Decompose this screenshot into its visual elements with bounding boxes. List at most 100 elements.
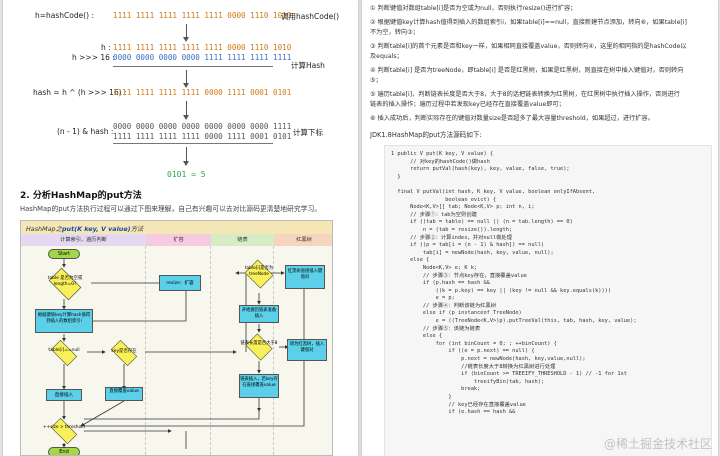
note-4-cont: ⑤； (370, 77, 382, 84)
lane-resize (146, 246, 211, 455)
hash-row-4-bits: 1111 1111 1111 1111 0000 1111 0001 0101 (113, 88, 291, 97)
hash-row-6-bits: 1111 1111 1111 1111 0000 1111 0001 0101 (113, 132, 292, 141)
flow-arrow-1 (183, 24, 189, 42)
code-line: ((k = p.key) == key || (key != null && k… (391, 287, 612, 294)
hash-row-3-value: 0000 0000 0000 0000 1111 1111 1111 1111 (113, 53, 292, 62)
hash-row-1-bits: 1111 1111 1111 1111 1111 0000 1110 1010 (113, 11, 291, 20)
left-document-page: h=hashCode() : 1111 1111 1111 1111 1111 … (3, 0, 358, 456)
lane-header-list: 链表 (211, 234, 274, 246)
node-direct-insert: 直接插入 (46, 389, 82, 401)
flow-arrow-4 (183, 147, 189, 166)
hash-row-1-label: h=hashCode() : (35, 11, 95, 20)
step-label-compute-hash: 计算Hash (291, 61, 325, 70)
note-3: ③ 判断table[i]的首个元素是否和key一样，如果相同直接覆盖value，… (370, 43, 687, 50)
code-line: Node<K,V>[] tab; Node<K,V> p; int n, i; (391, 204, 535, 211)
note-6: ⑥ 插入成功后，判断实际存在的键值对数量size是否超多了最大容量thresho… (370, 115, 654, 122)
node-end: End (48, 447, 80, 455)
code-line: n = (tab = resize()).length; (391, 226, 513, 233)
node-q-len: 链表长度是否大于8 (240, 341, 278, 346)
code-line: // 步骤⑤：该链为链表 (391, 325, 481, 332)
code-line: if (p.hash == hash && (391, 280, 490, 287)
node-loop: 开始遍历链表准备插入 (239, 305, 279, 323)
node-q-tab-null: table[i]==null (48, 348, 80, 353)
lane-header-tree: 红黑树 (274, 234, 332, 246)
flowchart-header-method: put(K key, V value) (61, 225, 131, 233)
watermark: @稀土掘金技术社区 (603, 437, 712, 451)
note-2-cont: 不为空，转向③； (370, 29, 419, 36)
node-insert-list: 链表插入，若key存在直接覆盖value (239, 374, 279, 398)
flowchart-header-suffix: 方法 (130, 225, 144, 233)
hash-row-4-value: 1111 1111 1111 1111 0000 1111 0001 0101 (113, 88, 292, 97)
note-4: ④ 判断table[i] 是否为treeNode，即table[i] 是否是红黑… (370, 67, 684, 74)
code-line: // 对key的hashCode()做hash (391, 158, 490, 165)
code-line: if ((e = p.next) == null) { (391, 348, 535, 355)
code-line: return putVal(hash(key), key, value, fal… (391, 166, 570, 173)
code-line: else { (391, 257, 430, 264)
code-line: // key已经存在直接覆盖value (391, 401, 526, 408)
code-line: e = ((TreeNode<K,V>)p).putTreeVal(this, … (391, 318, 637, 325)
code-line: // 步骤①：tab为空则创建 (391, 211, 477, 218)
xor-rule (113, 66, 273, 67)
node-resize: resize：扩容 (159, 275, 201, 291)
right-document-page: ① 判断键值对数组table[i]是否为空或为null，否则执行resize()… (362, 0, 718, 456)
flowchart-header-prefix: HashMap之 (26, 225, 62, 233)
note-5: ⑤ 遍历table[i]，判断链表长度是否大于8，大于8的话把链表转换为红黑树，… (370, 91, 680, 98)
code-line: break; (391, 386, 481, 393)
index-result: 0101 = 5 (167, 170, 206, 179)
code-line: 1 public V put(K key, V value) { (391, 151, 494, 157)
node-q-size: ++size > threshold (42, 425, 86, 430)
code-title: JDK1.8HashMap的put方法源码如下: (370, 131, 482, 139)
node-overwrite: 直接覆盖value (105, 387, 143, 401)
lane-list (211, 246, 274, 455)
code-line: if (e.hash == hash && (391, 409, 516, 416)
node-tree-insert: 红黑树直接插入键值对 (285, 265, 325, 289)
code-line: treeifyBin(tab, hash); (391, 378, 545, 385)
note-5-cont: 链表的插入操作；遍历过程中若发现key已经存在直接覆盖value即可； (370, 101, 565, 108)
hash-row-2-label: h : (101, 43, 111, 52)
step-label-compute-index: 计算下标 (293, 128, 323, 137)
code-line (391, 181, 705, 189)
code-line: Node<K,V> e; K k; (391, 264, 478, 271)
code-line: } (391, 173, 401, 180)
code-line: boolean evict) { (391, 196, 497, 203)
lane-header-resize: 扩容 (146, 234, 211, 246)
hash-row-2-bits: 1111 1111 1111 1111 1111 0000 1110 1010 (113, 43, 291, 52)
code-line: p.next = newNode(hash, key,value,null); (391, 356, 586, 363)
code-line: if ((tab = table) == null || (n = tab.le… (391, 219, 573, 226)
hash-row-2-value: 1111 1111 1111 1111 1111 0000 1110 1010 (113, 43, 292, 52)
flow-arrow-3 (183, 101, 189, 120)
hash-row-4-label: hash = h ^ (h >>> 16) : (33, 88, 127, 97)
code-line: else { (391, 333, 443, 340)
node-hash-calc: 根据键值key计算hash值得到插入的数组索引i (35, 309, 93, 333)
lane-header-index: 计算索引，遍历判断 (21, 234, 146, 246)
code-line: for (int binCount = 0; ; ++binCount) { (391, 340, 557, 347)
flow-arrow-2 (183, 70, 189, 88)
section-paragraph: HashMap的put方法执行过程可以通过下图来理解，自己有兴趣可以去对比源码更… (20, 205, 322, 213)
code-line: if (binCount >= TREEIFY_THRESHOLD - 1) /… (391, 371, 627, 378)
note-1: ① 判断键值对数组table[i]是否为空或为null，否则执行resize()… (370, 5, 577, 12)
flowchart-header: HashMap之put(K key, V value)方法 (21, 221, 332, 234)
hash-row-1-value: 1111 1111 1111 1111 1111 0000 1110 1010 (113, 11, 292, 20)
and-rule (113, 143, 273, 144)
code-line: final V putVal(int hash, K key, V value,… (391, 188, 596, 195)
code-line: //链表长度大于8转换为红黑树进行处理 (391, 363, 556, 370)
hash-row-5-bits: 0000 0000 0000 0000 0000 0000 0000 1111 (113, 122, 292, 131)
code-line: e = p; (391, 295, 455, 302)
node-start: Start (48, 249, 80, 259)
code-line: // 步骤②：计算index，并对null做处理 (391, 234, 512, 241)
code-line: } (391, 394, 452, 400)
code-lines: 1 public V put(K key, V value) { // 对key… (391, 151, 705, 417)
code-block: 1 public V put(K key, V value) { // 对key… (384, 145, 712, 456)
note-3-cont: 及equals； (370, 53, 403, 60)
code-line: if ((p = tab[i = (n - 1) & hash]) == nul… (391, 242, 545, 249)
hash-row-3-label: h >>> 16 : (72, 53, 115, 62)
section-title: 2. 分析HashMap的put方法 (20, 191, 142, 201)
lane-index (21, 246, 146, 455)
code-line: // 步骤④：判断该链为红黑树 (391, 302, 497, 309)
node-q-table: table 是否为空或 length=0? (47, 276, 83, 287)
node-q-tree: table[i]是否为treeNode (244, 266, 274, 277)
hash-row-5-label: (n - 1) & hash : (57, 127, 114, 136)
node-to-tree: 转为红黑树，插入键值对 (287, 339, 327, 361)
node-q-key: key是否存在 (111, 349, 137, 354)
code-line: // 步骤③：节点key存在，直接覆盖value (391, 272, 527, 279)
